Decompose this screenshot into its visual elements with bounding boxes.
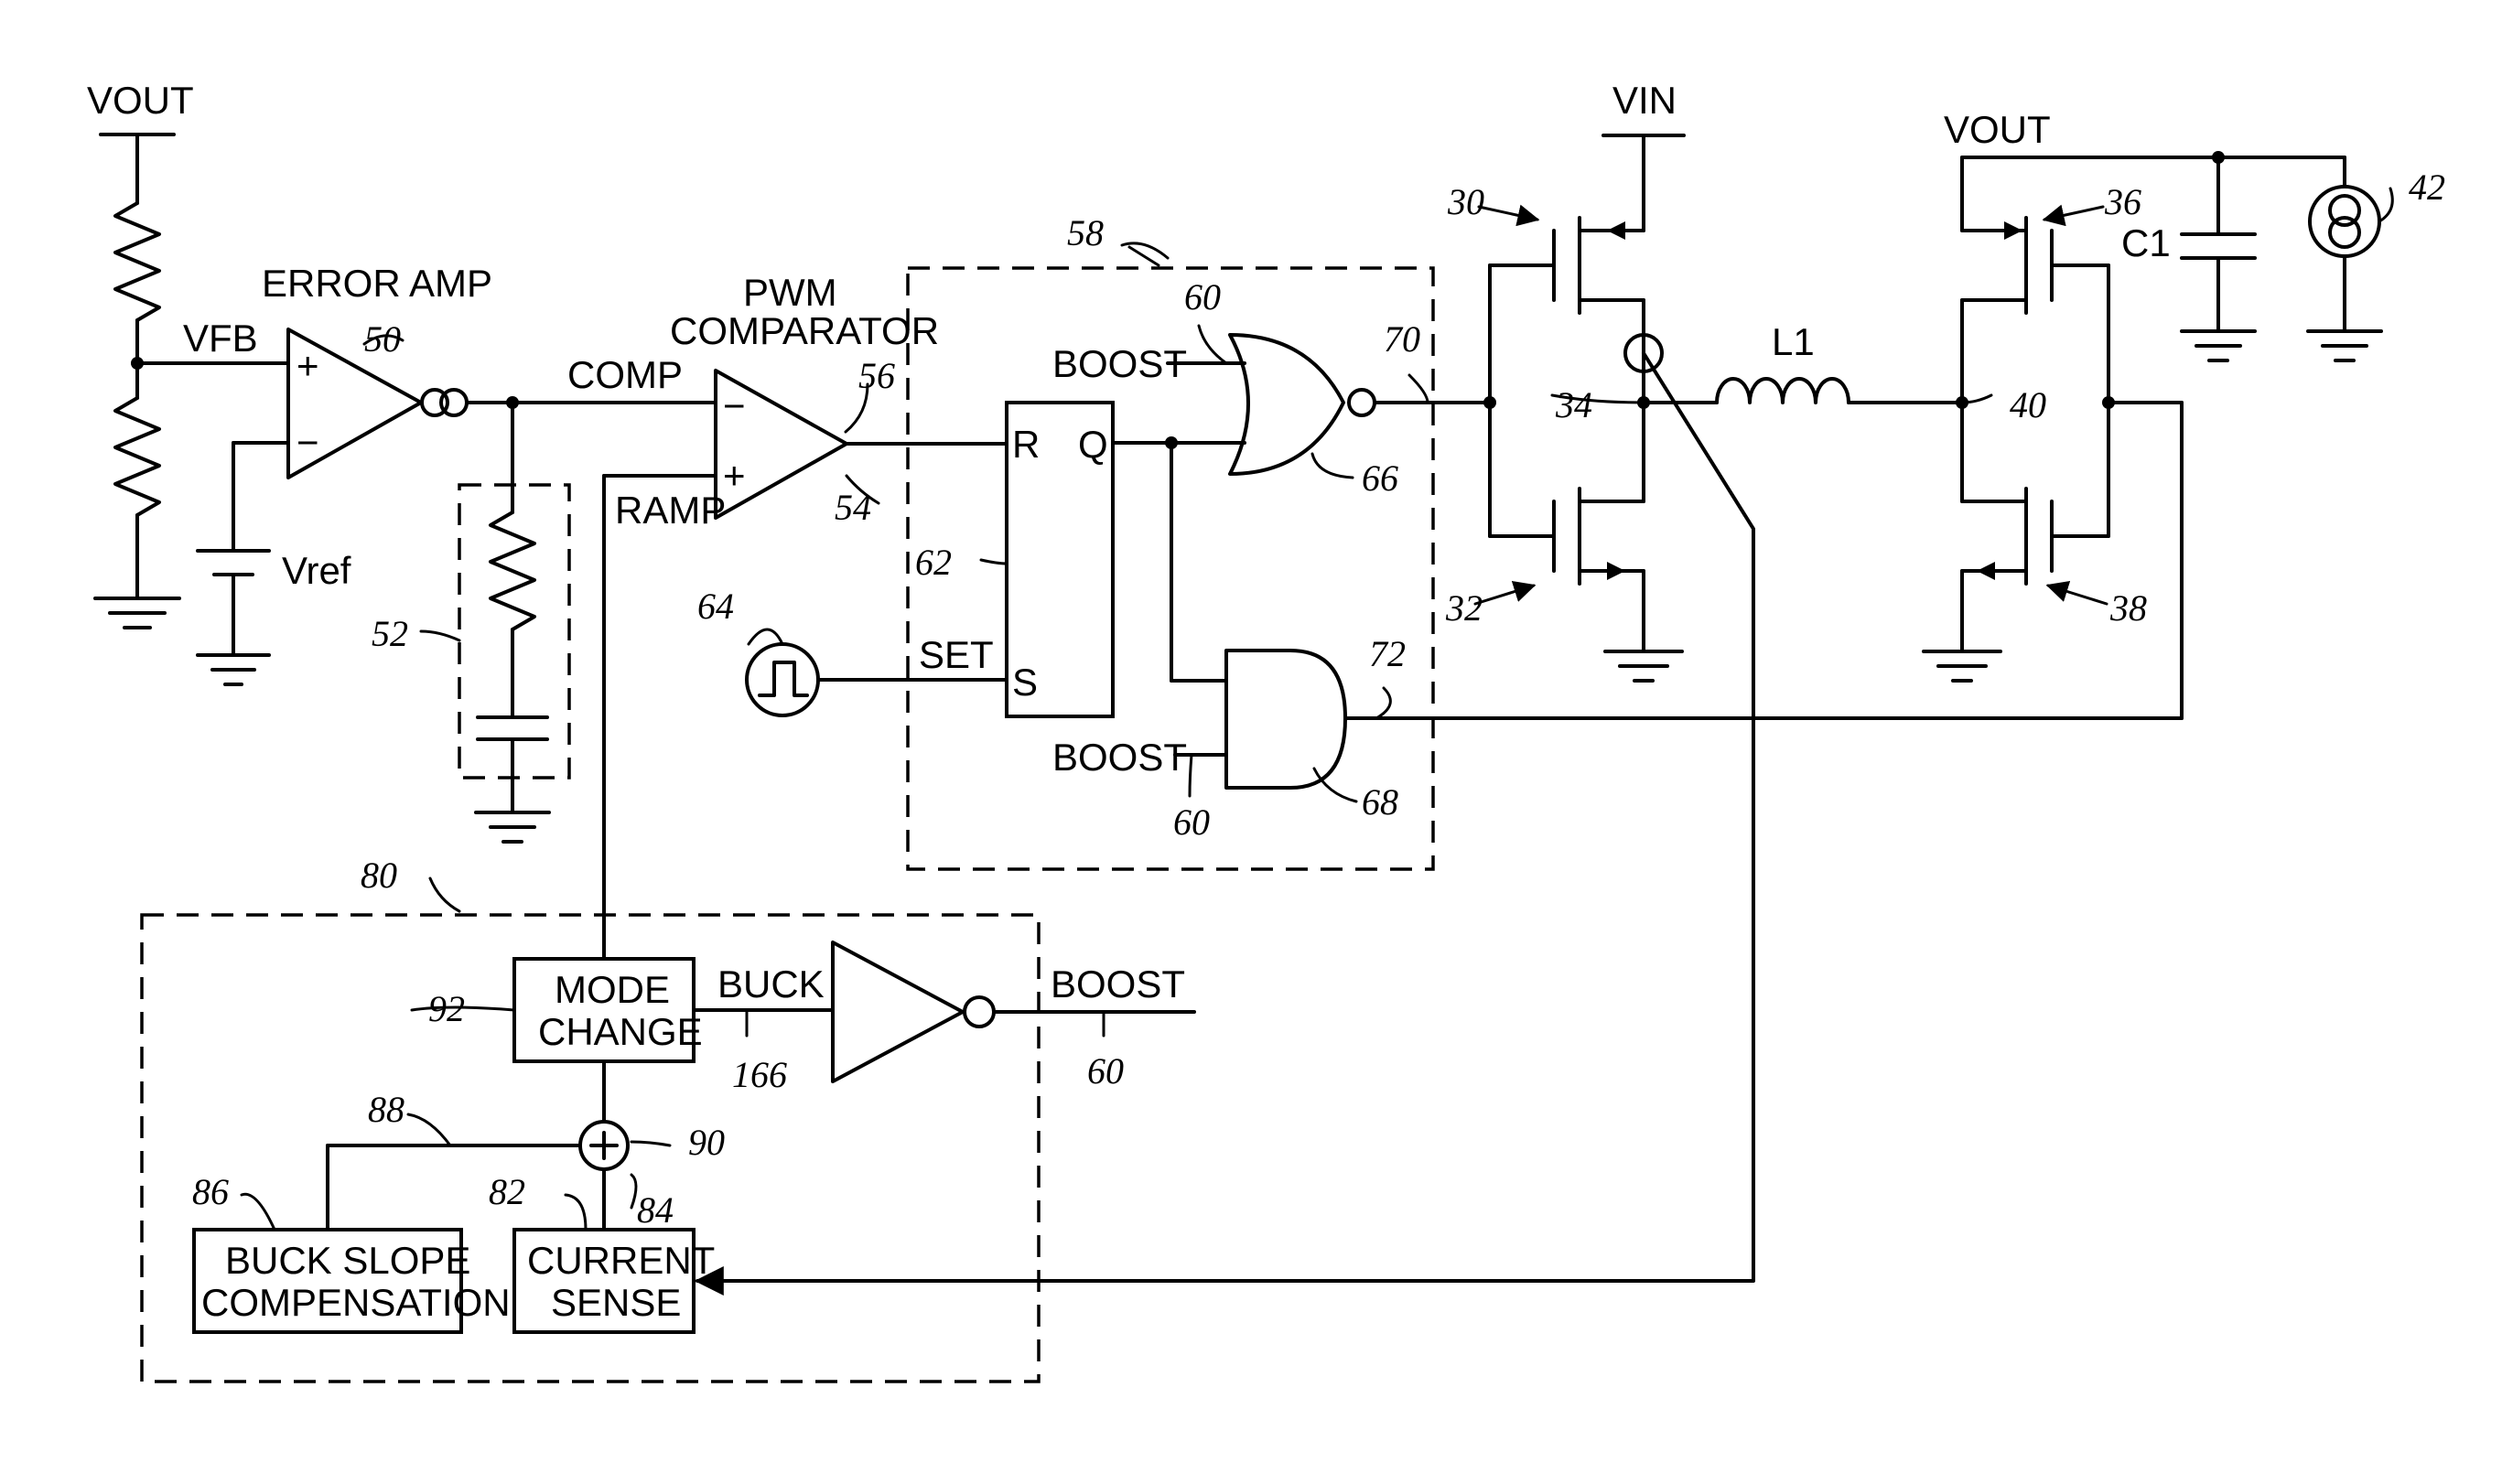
label-vout-right: VOUT xyxy=(1944,108,2051,151)
ref-88: 88 xyxy=(368,1089,404,1130)
label-boost-and: BOOST xyxy=(1052,736,1187,779)
ref-166: 166 xyxy=(732,1054,787,1095)
label-comparator: COMPARATOR xyxy=(670,309,939,352)
label-error-amp: ERROR AMP xyxy=(262,262,492,305)
label-amp-plus: + xyxy=(297,344,319,387)
ref-72: 72 xyxy=(1369,633,1406,674)
ref-36: 36 xyxy=(2104,181,2141,222)
ref-82: 82 xyxy=(489,1171,525,1212)
summing-junction xyxy=(580,1122,628,1169)
label-ff-q: Q xyxy=(1078,423,1108,466)
leader-lines xyxy=(242,188,2392,1230)
ref-40: 40 xyxy=(2010,384,2046,425)
ref-68: 68 xyxy=(1362,781,1398,823)
ref-30: 30 xyxy=(1447,181,1484,222)
label-pwm: PWM xyxy=(743,271,837,314)
ref-60-top: 60 xyxy=(1184,276,1221,317)
label-mode: MODE xyxy=(555,968,670,1011)
label-ramp: RAMP xyxy=(615,489,726,532)
label-vout-left: VOUT xyxy=(87,79,194,122)
ref-60-and: 60 xyxy=(1173,801,1210,843)
ref-56: 56 xyxy=(858,355,895,396)
label-vfb: VFB xyxy=(183,317,258,360)
ref-58: 58 xyxy=(1067,212,1104,253)
ref-64: 64 xyxy=(697,586,734,627)
nor-gate xyxy=(1230,335,1343,474)
label-comp: COMP xyxy=(567,353,683,396)
ref-32: 32 xyxy=(1445,587,1483,629)
label-amp-minus: − xyxy=(297,421,319,464)
label-buck: BUCK xyxy=(717,962,825,1005)
ref-70: 70 xyxy=(1384,318,1420,360)
logic-block xyxy=(747,268,2182,869)
ref-90: 90 xyxy=(688,1122,725,1163)
compensation-network xyxy=(459,396,716,842)
ref-34: 34 xyxy=(1555,384,1592,425)
inverter xyxy=(833,942,963,1081)
inductor-l1 xyxy=(1644,379,1962,403)
ref-52: 52 xyxy=(372,613,408,654)
ref-54: 54 xyxy=(835,487,871,528)
label-current: CURRENT xyxy=(527,1239,715,1282)
ref-86: 86 xyxy=(192,1171,229,1212)
label-boost-nor: BOOST xyxy=(1052,342,1187,385)
ref-50: 50 xyxy=(364,318,401,360)
label-ff-r: R xyxy=(1012,423,1040,466)
feedback-divider xyxy=(95,134,288,628)
ref-62: 62 xyxy=(915,542,952,583)
transistor-32 xyxy=(1554,403,1682,681)
label-ff-s: S xyxy=(1012,661,1038,704)
label-buck-slope: BUCK SLOPE xyxy=(225,1239,470,1282)
ref-84: 84 xyxy=(637,1189,674,1231)
ref-92: 92 xyxy=(428,988,465,1029)
label-cmp-plus: + xyxy=(723,454,746,497)
ref-38: 38 xyxy=(2109,587,2147,629)
transistor-30 xyxy=(1554,135,1684,403)
transistor-36 xyxy=(1962,157,2108,313)
label-change: CHANGE xyxy=(538,1010,703,1053)
label-cmp-minus: − xyxy=(723,384,746,427)
transistor-38 xyxy=(1924,489,2108,681)
lower-resistor xyxy=(115,398,159,515)
label-vref: Vref xyxy=(282,549,351,592)
label-set: SET xyxy=(919,633,994,676)
ground-symbol xyxy=(95,598,179,628)
load-current-source xyxy=(2308,157,2381,360)
ref-42: 42 xyxy=(2409,167,2445,208)
label-sense: SENSE xyxy=(551,1281,681,1324)
ref-60-out: 60 xyxy=(1087,1050,1124,1091)
label-boost-out: BOOST xyxy=(1051,962,1185,1005)
upper-resistor xyxy=(115,203,159,320)
label-c1: C1 xyxy=(2121,221,2171,264)
label-vin: VIN xyxy=(1612,79,1677,122)
ref-80: 80 xyxy=(361,855,397,896)
ref-66: 66 xyxy=(1362,457,1398,499)
label-compensation: COMPENSATION xyxy=(201,1281,511,1324)
capacitor-c1 xyxy=(2182,157,2255,360)
and-gate xyxy=(1226,651,1345,788)
label-l1: L1 xyxy=(1772,320,1815,363)
